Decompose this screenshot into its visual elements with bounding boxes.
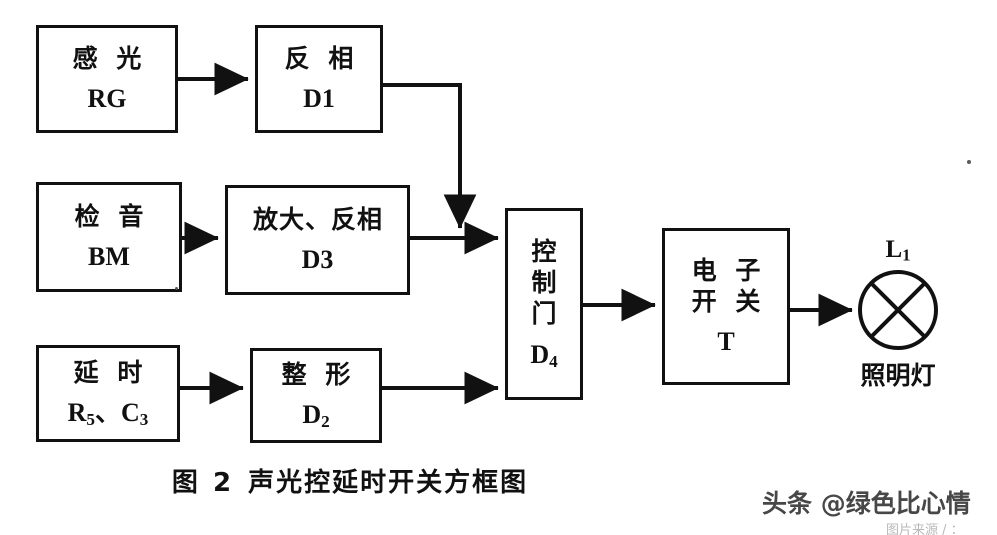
block-delay-code-tail-sub: 3 — [139, 409, 149, 429]
block-control-gate-d4-char-1: 控 — [531, 236, 557, 266]
block-control-gate-d4-char-3: 门 — [531, 299, 557, 329]
figure-caption-text: 声光控延时开关方框图 — [248, 468, 529, 498]
lamp-designator-sub: 1 — [902, 245, 911, 265]
block-delay[interactable]: 延 时 R5、C3 — [36, 345, 180, 442]
lamp-labels: L1 照明灯 — [858, 236, 938, 390]
block-photo-sensor-title: 感 光 — [72, 43, 147, 73]
block-delay-code-r: R — [67, 397, 87, 427]
block-sound-detector[interactable]: 检 音 BM — [36, 182, 182, 292]
block-control-gate-d4-code-sub: 4 — [549, 351, 558, 371]
block-control-gate-d4-title: 控 制 门 — [531, 236, 556, 330]
figure-number: 图 2 — [171, 468, 235, 498]
block-control-gate-d4[interactable]: 控 制 门 D4 — [505, 208, 583, 400]
figure-caption: 图 2 声光控延时开关方框图 — [0, 462, 700, 499]
block-sound-detector-code: BM — [88, 241, 130, 271]
block-photo-sensor-code: RG — [87, 83, 127, 113]
block-shaper-d2-code-sub: 2 — [321, 411, 330, 431]
block-electronic-switch-title-line-2: 开 关 — [691, 287, 766, 317]
block-amp-inverter-d3-title: 放大、反相 — [252, 204, 383, 234]
block-inverter-d1[interactable]: 反 相 D1 — [255, 25, 383, 133]
block-electronic-switch-code: T — [717, 326, 735, 356]
block-control-gate-d4-code-letter: D — [530, 339, 550, 369]
block-electronic-switch[interactable]: 电 子 开 关 T — [662, 228, 790, 385]
block-electronic-switch-title: 电 子 开 关 — [687, 255, 766, 318]
block-delay-title: 延 时 — [73, 357, 148, 387]
block-inverter-d1-code: D1 — [303, 83, 335, 113]
lamp-name-label: 照明灯 — [860, 361, 936, 390]
block-shaper-d2-code-letter: D — [302, 399, 322, 429]
scan-speck — [175, 287, 178, 290]
scan-speck — [967, 160, 971, 164]
block-inverter-d1-title: 反 相 — [284, 43, 359, 73]
lamp-designator: L1 — [858, 236, 938, 266]
source-note-text: 图片来源 / ： — [886, 523, 964, 535]
block-shaper-d2-code: D2 — [302, 398, 329, 433]
watermark-text: 头条 @绿色比心情 — [762, 489, 971, 518]
block-amp-inverter-d3[interactable]: 放大、反相 D3 — [225, 185, 410, 295]
block-control-gate-d4-code: D4 — [530, 338, 557, 373]
block-delay-code: R5、C3 — [68, 396, 149, 431]
block-shaper-d2-title: 整 形 — [281, 359, 356, 389]
block-electronic-switch-title-line-1: 电 子 — [691, 256, 766, 286]
block-amp-inverter-d3-code: D3 — [301, 244, 334, 274]
block-shaper-d2[interactable]: 整 形 D2 — [250, 348, 382, 443]
block-control-gate-d4-char-2: 制 — [531, 268, 557, 298]
lamp-designator-letter: L — [885, 236, 903, 263]
block-delay-code-tail: 、C — [95, 397, 140, 427]
block-delay-code-r-sub: 5 — [86, 409, 95, 429]
block-sound-detector-title: 检 音 — [74, 201, 149, 231]
block-photo-sensor[interactable]: 感 光 RG — [36, 25, 178, 133]
